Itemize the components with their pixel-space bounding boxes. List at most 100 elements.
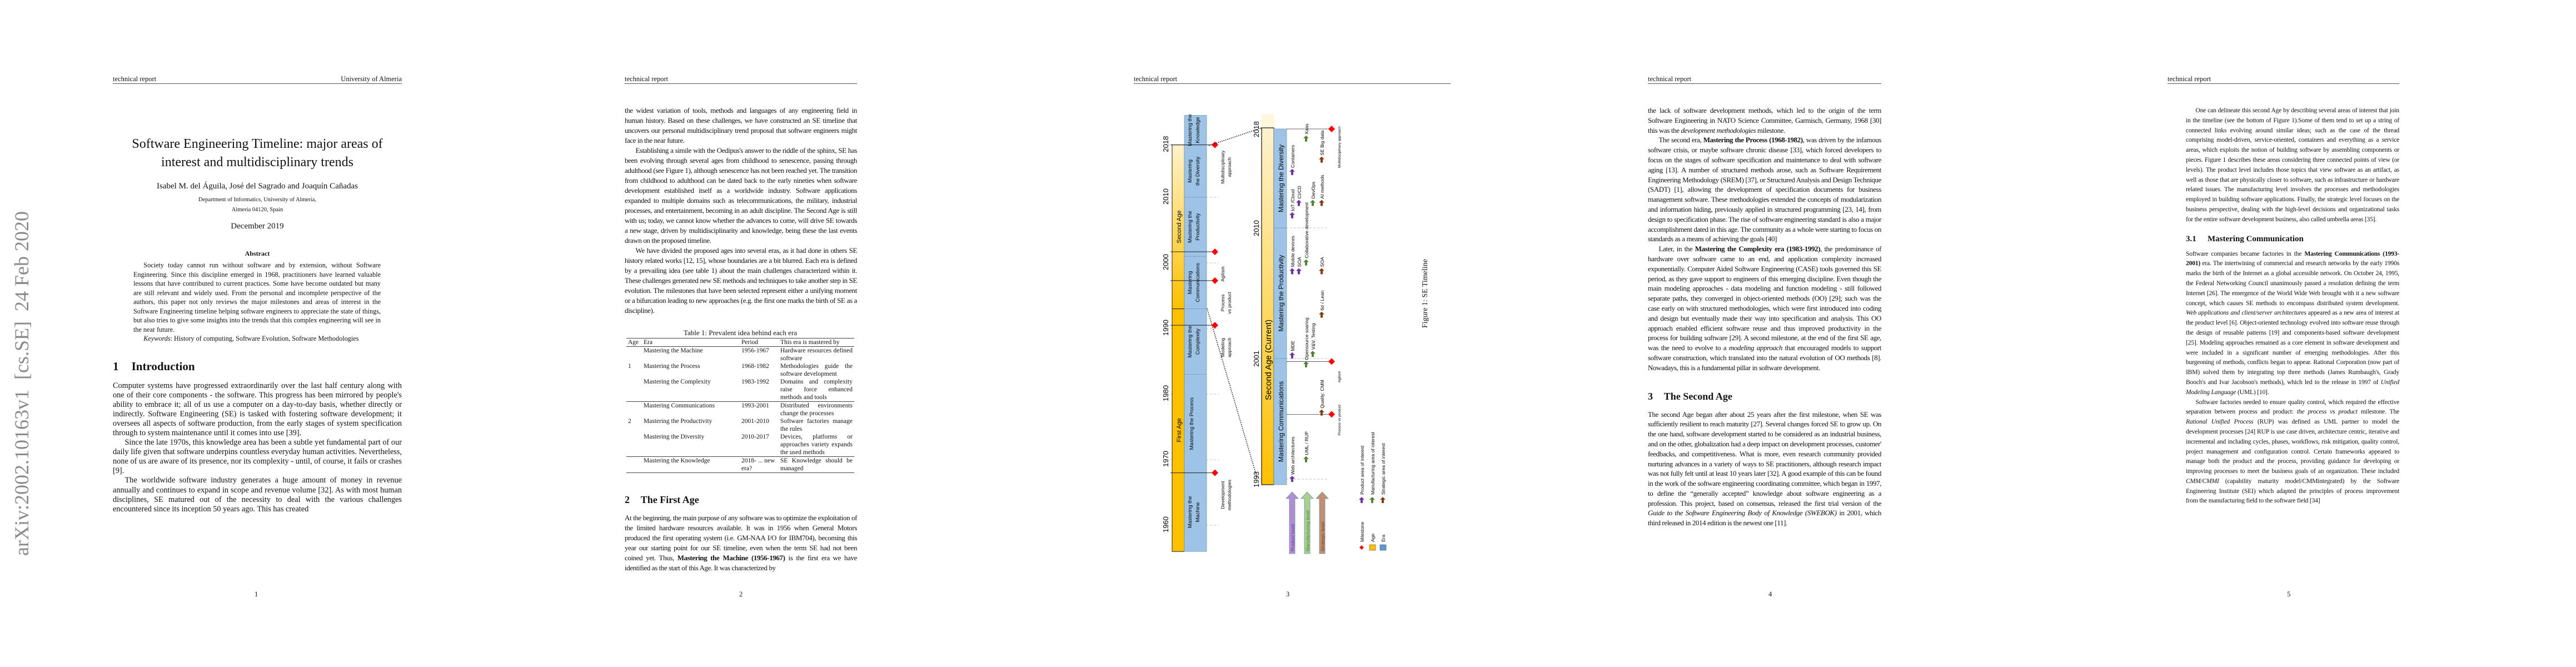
bold-text: Mastering Communications (1993-2001)	[2186, 250, 2399, 267]
area-of-interest-label: SE Big data	[1319, 130, 1325, 155]
body-text: At the beginning, the main purpose of an…	[625, 513, 857, 573]
authors: Isabel M. del Águila, José del Sagrado a…	[157, 182, 358, 191]
page-number: 4	[1768, 590, 1772, 598]
level-arrow-icon	[1285, 491, 1299, 554]
header-left: technical report	[113, 75, 157, 83]
legend-arrow-icon	[1369, 497, 1375, 503]
italic-text: Web applications and client/server archi…	[2186, 309, 2306, 317]
paragraph: The second Age began after about 25 year…	[1648, 410, 1881, 529]
body-text: One can delineate this second Age by des…	[2186, 106, 2399, 225]
text-run: milestone. The	[2357, 408, 2399, 416]
cell-period: 1956-1967	[741, 347, 769, 354]
product-area-arrow-icon	[1289, 212, 1295, 218]
header-left: technical report	[1648, 75, 1692, 83]
title-line: Software Engineering Timeline: major are…	[132, 137, 383, 151]
era-label: Complexity	[1195, 328, 1201, 355]
section-title: Mastering Communication	[2208, 234, 2304, 243]
cell-era: Mastering the Complexity	[642, 378, 740, 402]
year-label: 1993	[1252, 471, 1260, 487]
cell-desc: SE Knowledge should be managed	[779, 456, 854, 473]
year-label: 2000	[1162, 254, 1170, 270]
era-label: Communications	[1195, 263, 1201, 302]
text-run: One can delineate this second Age by des…	[2186, 107, 2399, 223]
text-run: is the first era we have identified as t…	[625, 554, 857, 572]
area-of-interest-label: Containers	[1290, 145, 1296, 168]
text-run: At the beginning, the main purpose of an…	[625, 514, 857, 562]
running-header: technical report	[625, 73, 857, 84]
italic-text: modeling approach	[1728, 344, 1782, 352]
strategic-area-arrow-icon	[1319, 311, 1324, 318]
text-run: in 2001, which third released in 2014 ed…	[1648, 509, 1882, 527]
cell-age: 1	[628, 363, 631, 370]
cell-period: 2001-2010	[741, 418, 769, 425]
cell-era: Mastering Communications	[644, 402, 715, 409]
area-of-interest-label: SOA	[1297, 257, 1302, 267]
text-run: era. The intertwining of commercial and …	[2186, 260, 2399, 307]
milestone-label: Agilism	[1338, 371, 1342, 382]
bold-text: Mastering the Machine (1956-1967)	[677, 554, 785, 562]
italic-text: Guide to the Software Engineering Body o…	[1648, 509, 1837, 517]
milestone-label: Process	[1220, 295, 1225, 312]
age-label: First Age	[1176, 418, 1183, 442]
manufacturing-area-arrow-icon	[1310, 200, 1316, 206]
area-of-interest-label: MDE	[1290, 341, 1296, 351]
table-caption: Table 1: Prevalent idea behind each era	[683, 328, 798, 337]
area-of-interest-label: SOA	[1319, 257, 1325, 267]
milestone-label: Modeling	[1220, 338, 1225, 357]
cell-era: Mastering the Machine	[644, 347, 703, 354]
level-label: Product level	[1290, 524, 1296, 551]
bold-text: Mastering the Complexity era (1983-1992)	[1695, 245, 1821, 253]
text-run: The second Age began after about 25 year…	[1648, 410, 1881, 507]
legend-label: Manufacturing area of interest	[1370, 431, 1376, 495]
page-number: 2	[739, 590, 743, 598]
title-line: interest and multidisciplinary trends	[161, 155, 353, 170]
cell-age	[626, 378, 642, 402]
paragraph: We have divided the proposed ages into s…	[625, 246, 857, 316]
text-run: milestone.	[1756, 126, 1785, 135]
milestone-label: approach	[1227, 157, 1232, 177]
text-run: Since the late 1970s, this knowledge are…	[113, 438, 402, 476]
italic-text: Unified Modeling Language	[2186, 378, 2399, 396]
cell-period: 1968-1982	[741, 363, 769, 370]
milestone-diamond	[1328, 358, 1335, 365]
paragraph: the widest variation of tools, methods a…	[625, 106, 857, 146]
paragraph: Keywords: History of computing, Software…	[133, 334, 381, 344]
milestone-label: Multidisciplinary	[1220, 150, 1225, 184]
affiliation-address: Almería 04120, Spain	[231, 207, 283, 213]
page-2-column: the widest variation of tools, methods a…	[625, 106, 857, 573]
page-1-column: Software Engineering Timeline: major are…	[113, 135, 402, 514]
text-run: , was driven by the infamous software cr…	[1648, 136, 1881, 243]
running-header: technical report University of Almeria	[113, 73, 402, 84]
paragraph: Establishing a simile with the Oedipus's…	[625, 146, 857, 246]
year-label: 1980	[1162, 385, 1170, 401]
product-area-arrow-icon	[1289, 352, 1295, 359]
legend-age-icon	[1369, 544, 1376, 551]
milestone-diamond	[1212, 469, 1218, 476]
strategic-area-arrow-icon	[1319, 409, 1324, 416]
paragraph: The second era, Mastering the Process (1…	[1648, 135, 1881, 244]
milestone-diamond	[1212, 141, 1218, 148]
zoom-connector	[1208, 127, 1262, 146]
text-run: The second era,	[1658, 136, 1703, 145]
bold-text: Mastering the Process (1968-1982)	[1703, 136, 1803, 145]
era-label: the Diversity	[1195, 156, 1201, 186]
page-5-column: One can delineate this second Age by des…	[2186, 106, 2399, 506]
level-label: Strategic level	[1320, 522, 1326, 551]
body-text: Computer systems have progressed extraor…	[113, 381, 402, 514]
legend-label: Milestone	[1359, 521, 1365, 542]
manufacturing-area-arrow-icon	[1303, 135, 1309, 142]
running-header: technical report	[1648, 73, 1881, 84]
legend-label: Age	[1370, 534, 1376, 542]
italic-text: development methodologies	[1681, 126, 1756, 135]
cell-age	[626, 456, 642, 473]
year-label: 1990	[1162, 320, 1170, 336]
cell-desc: Domains and complexity raise force enhan…	[779, 378, 854, 402]
milestone-label: methodologies	[1227, 480, 1232, 510]
legend-label: Product area of interest	[1359, 445, 1365, 495]
date: December 2019	[231, 222, 284, 231]
